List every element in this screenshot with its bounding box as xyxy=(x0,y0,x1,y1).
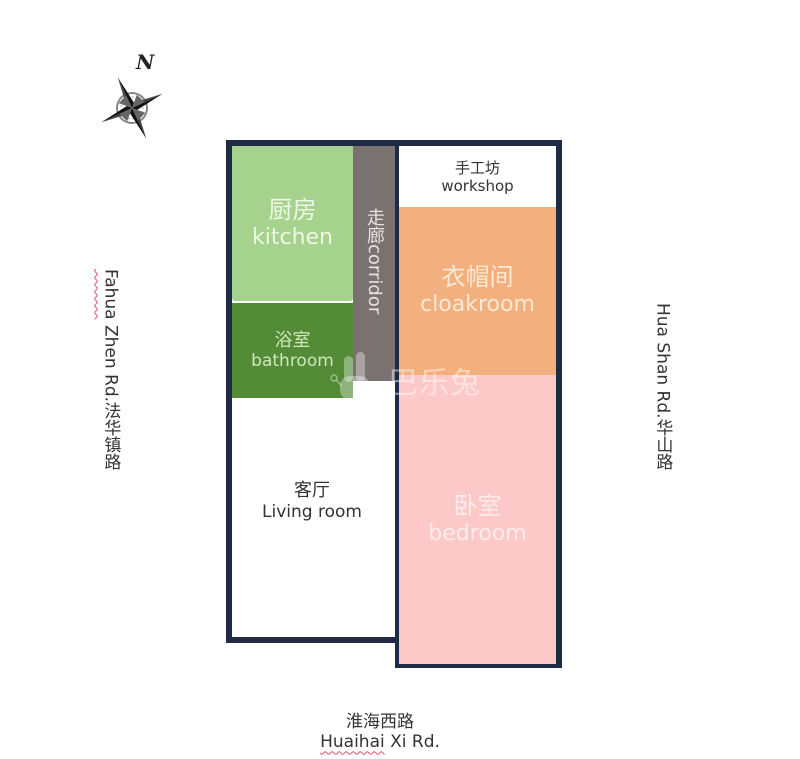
kitchen-label-zh: 厨房 xyxy=(268,195,317,224)
room-workshop: 手工坊 workshop xyxy=(399,146,556,207)
wall-bottom-bedroom xyxy=(395,664,562,668)
bathroom-label-en: bathroom xyxy=(251,351,334,372)
bedroom-label-en: bedroom xyxy=(428,521,527,547)
street-label-east: 华山路 Hua Shan Rd. xyxy=(652,303,673,470)
room-corridor: 走廊corridor xyxy=(353,146,395,381)
living-room-label: 客厅 Living room xyxy=(232,480,392,522)
street-west-zh: 法华镇路 xyxy=(100,402,121,470)
room-cloakroom: 衣帽间 cloakroom xyxy=(399,207,556,375)
living-label-zh: 客厅 xyxy=(294,480,330,501)
wall-bottom-living xyxy=(226,637,398,643)
street-west-en-rest: Zhen Rd. xyxy=(100,319,121,402)
street-south-en-rest: Xi Rd. xyxy=(384,732,440,753)
street-south-en-underlined: Huaihai xyxy=(320,732,385,753)
cloakroom-label-zh: 衣帽间 xyxy=(441,263,514,292)
street-south-en: Huaihai Xi Rd. xyxy=(300,732,460,752)
room-kitchen: 厨房 kitchen xyxy=(232,146,353,301)
street-south-zh: 淮海西路 xyxy=(346,712,414,732)
kitchen-label-en: kitchen xyxy=(252,224,333,250)
living-label-en: Living room xyxy=(262,501,362,522)
street-label-west: 法华镇路 Fahua Zhen Rd. xyxy=(100,269,121,470)
workshop-label-en: workshop xyxy=(441,176,514,195)
compass-rose-icon xyxy=(101,77,163,139)
room-living xyxy=(232,381,395,637)
wall-top xyxy=(226,140,562,146)
wall-left xyxy=(226,140,232,643)
street-west-en: Fahua Zhen Rd. xyxy=(100,269,120,402)
bedroom-label-zh: 卧室 xyxy=(453,492,502,521)
street-label-south: 淮海西路 Huaihai Xi Rd. xyxy=(300,712,460,753)
cloakroom-label-en: cloakroom xyxy=(420,292,535,318)
room-bedroom: 卧室 bedroom xyxy=(399,375,556,665)
street-west-en-underlined: Fahua xyxy=(100,268,121,320)
compass: N xyxy=(96,48,176,144)
wall-right xyxy=(556,140,562,668)
street-east-en: Hua Shan Rd. xyxy=(652,303,673,419)
corridor-label: 走廊corridor xyxy=(364,208,385,315)
north-label: N xyxy=(136,50,155,74)
room-bathroom: 浴室 bathroom xyxy=(232,303,353,398)
bathroom-label-zh: 浴室 xyxy=(274,329,311,351)
wall-divider xyxy=(395,146,399,668)
street-east-zh: 华山路 xyxy=(652,419,673,470)
workshop-label-zh: 手工坊 xyxy=(454,158,500,177)
